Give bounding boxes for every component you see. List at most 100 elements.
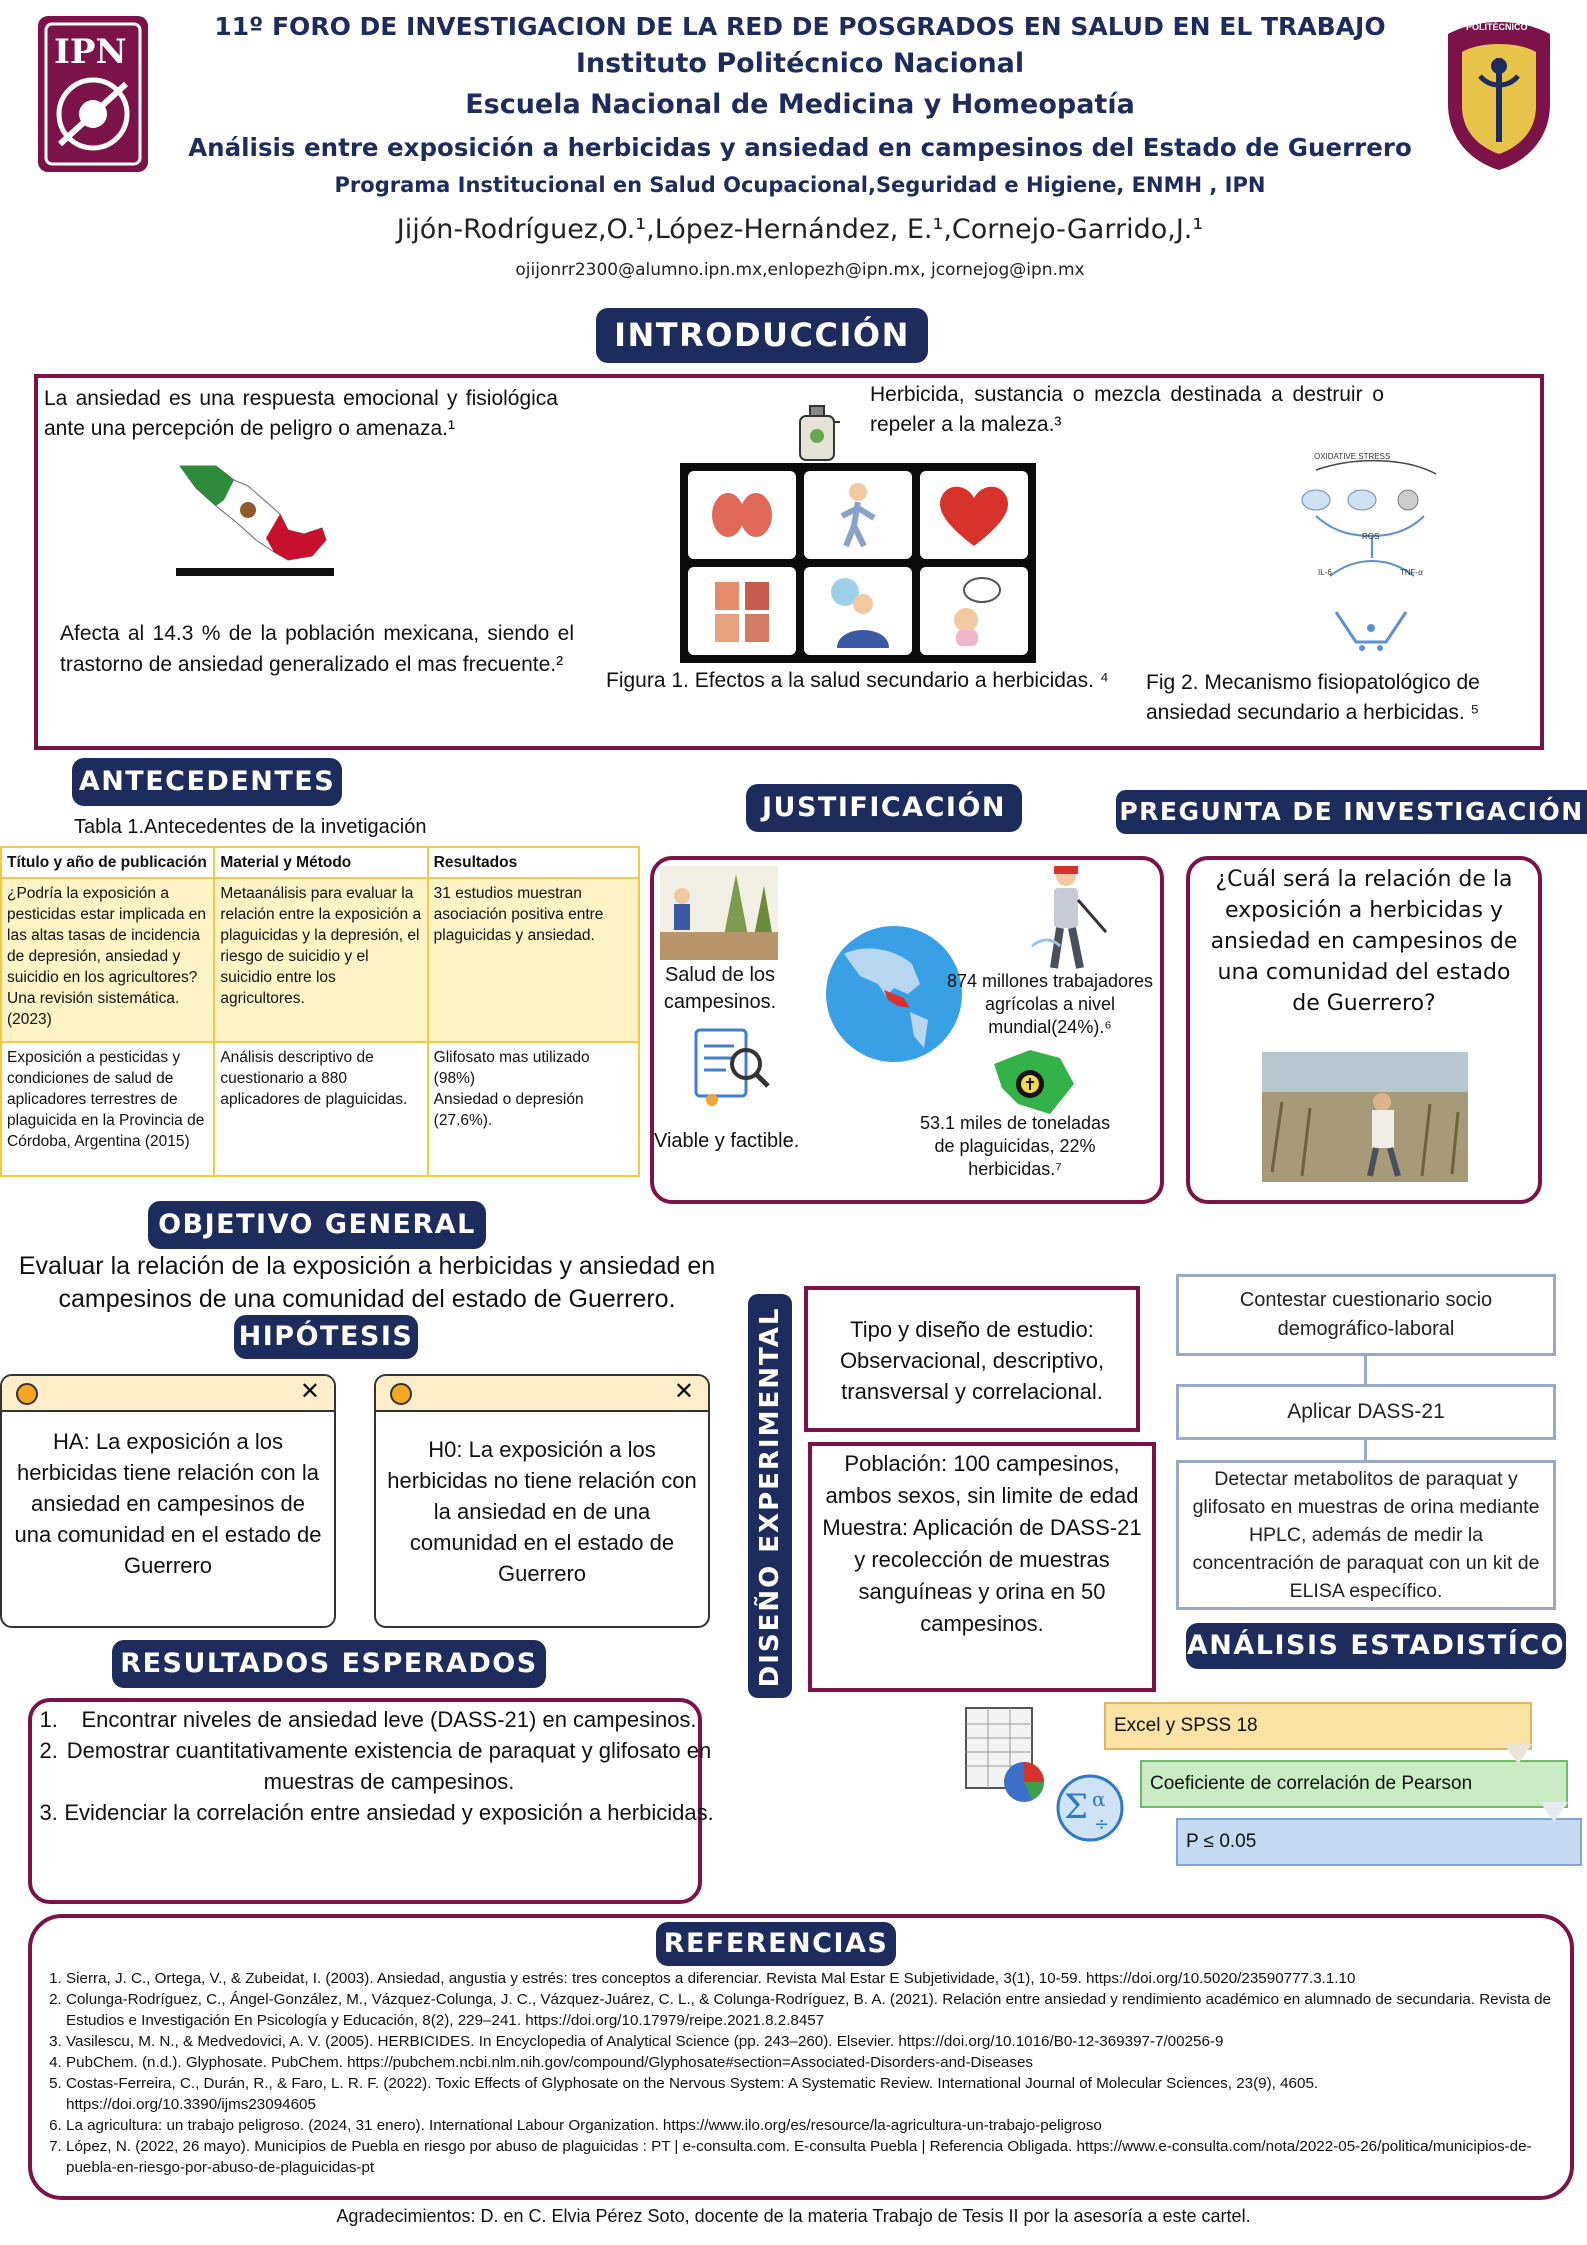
herbicide-sprayer-icon	[799, 405, 840, 461]
figure-1-caption: Figura 1. Efectos a la salud secundario …	[606, 669, 1109, 692]
reference-item: Costas-Ferreira, C., Durán, R., & Faro, …	[66, 2073, 1566, 2115]
h0-close-icon: ✕	[673, 1378, 694, 1405]
table-row: Exposición a pesticidas y condiciones de…	[0, 1041, 641, 1177]
justificacion-viable: Viable y factible.	[654, 1130, 800, 1152]
justificacion-toneladas: 53.1 miles de toneladas de plaguicidas, …	[919, 1113, 1111, 1179]
diseno-tipo-box	[804, 1286, 1140, 1432]
flow-step-dass21: Aplicar DASS-21	[1176, 1384, 1556, 1440]
intro-box	[34, 374, 1544, 750]
reference-item: López, N. (2022, 26 mayo). Municipios de…	[66, 2136, 1566, 2178]
flow-step-hplc: Detectar metabolitos de paraquat y glifo…	[1176, 1460, 1556, 1610]
diseno-tipo: Tipo y diseño de estudio: Observacional,…	[839, 1317, 1105, 1404]
svg-text:Σ: Σ	[1064, 1787, 1088, 1827]
antecedentes-title: ANTECEDENTES	[72, 758, 342, 806]
intro-prevalence: Afecta al 14.3 % de la población mexican…	[60, 622, 574, 676]
justificacion-box	[650, 856, 1164, 1204]
referencias-title: REFERENCIAS	[656, 1922, 896, 1966]
intro-title: INTRODUCCIÓN	[596, 308, 928, 363]
stats-step-software-label: Excel y SPSS 18	[1114, 1715, 1258, 1736]
hipotesis-ha-card: ✕ HA: La exposición a los herbicidas tie…	[0, 1374, 336, 1628]
fig2-il6-label: IL-6	[1318, 568, 1332, 577]
agradecimientos: Agradecimientos: D. en C. Elvia Pérez So…	[336, 2206, 1251, 2226]
table-cell: Metaanálisis para evaluar la relación en…	[213, 877, 429, 1043]
diseno-title: DISEÑO EXPERIMENTAL	[755, 1306, 785, 1688]
pesticide-map-image	[990, 1044, 1076, 1116]
reference-item: Sierra, J. C., Ortega, V., & Zubeidat, I…	[66, 1968, 1566, 1989]
enmh-logo: POLITÉCNICO	[1440, 14, 1558, 174]
justificacion-title: JUSTIFICACIÓN	[746, 784, 1022, 832]
ipn-logo-icon	[38, 16, 148, 172]
table-cell: 31 estudios muestran asociación positiva…	[426, 877, 641, 1043]
resultados-box	[28, 1698, 702, 1904]
hipotesis-h0-card: ✕ H0: La exposición a los herbicidas no …	[374, 1374, 710, 1628]
header-school: Escuela Nacional de Medicina y Homeopatí…	[465, 89, 1135, 120]
sigma-alpha-icon: Σ α ÷	[1056, 1774, 1124, 1842]
dizzy-person-icon	[804, 471, 912, 559]
ipn-logo-text: IPN	[54, 32, 127, 72]
diseno-poblacion: Población: 100 campesinos, ambos sexos, …	[822, 1451, 1142, 1636]
reference-item: La agricultura: un trabajo peligroso. (2…	[66, 2115, 1566, 2136]
stats-step-pearson-label: Coeficiente de correlación de Pearson	[1150, 1773, 1473, 1794]
globe-americas-icon	[826, 926, 962, 1062]
resultado-item: Evidenciar la correlación entre ansiedad…	[64, 1797, 714, 1828]
hipotesis-ha-text: HA: La exposición a los herbicidas tiene…	[14, 1429, 322, 1578]
organs-icon	[688, 567, 796, 655]
ha-close-icon: ✕	[299, 1378, 320, 1405]
poster-title: Análisis entre exposición a herbicidas y…	[188, 133, 1412, 162]
referencias-list: Sierra, J. C., Ortega, V., & Zubeidat, I…	[44, 1968, 1566, 2178]
analisis-title: ANÁLISIS ESTADISTÍCO	[1186, 1623, 1566, 1669]
referencias-box	[28, 1914, 1574, 2200]
header-authors: Jijón-Rodríguez,O.¹,López-Hernández, E.¹…	[396, 214, 1204, 245]
reference-item: Colunga-Rodríguez, C., Ángel-González, M…	[66, 1989, 1566, 2031]
spreadsheet-chart-image	[962, 1704, 1058, 1804]
diseno-poblacion-box	[808, 1442, 1156, 1692]
hipotesis-h0-text: H0: La exposición a los herbicidas no ti…	[387, 1437, 697, 1586]
ipn-logo: IPN	[36, 14, 150, 174]
table-header-cell: Título y año de publicación	[0, 846, 216, 879]
reference-item: Vasilescu, M. N., & Medvedovici, A. V. (…	[66, 2031, 1566, 2052]
enmh-shield-icon	[1448, 22, 1550, 170]
figure-2-mechanism: OXIDATIVE STRESS ROS IL-6 TNF-α	[1296, 452, 1446, 666]
table-header-cell: Resultados	[426, 846, 641, 879]
farmer-photo	[1262, 1052, 1468, 1182]
farmer-field-icon	[660, 866, 778, 960]
h0-circle-icon	[390, 1383, 412, 1405]
checklist-image	[690, 1024, 770, 1110]
objetivo-text: Evaluar la relación de la exposición a h…	[18, 1252, 716, 1313]
svg-text:α: α	[1092, 1787, 1106, 1811]
svg-text:÷: ÷	[1094, 1814, 1109, 1835]
kidney-icon	[688, 471, 796, 559]
objetivo-title: OBJETIVO GENERAL	[148, 1201, 486, 1249]
stats-arrow-2-icon	[1540, 1802, 1568, 1822]
figure-2-caption: Fig 2. Mecanismo fisiopatológico de ansi…	[1146, 671, 1480, 724]
table-header-cell: Material y Método	[213, 846, 429, 879]
resultados-list: Encontrar niveles de ansiedad leve (DASS…	[40, 1704, 714, 1828]
stats-step-pvalue-label: P ≤ 0.05	[1186, 1831, 1257, 1852]
flow-step-questionnaire: Contestar cuestionario socio demográfico…	[1176, 1274, 1556, 1356]
header-forum-title: 11º FORO DE INVESTIGACION DE LA RED DE P…	[214, 12, 1386, 41]
globe-image	[824, 924, 964, 1064]
header-program: Programa Institucional en Salud Ocupacio…	[334, 173, 1266, 197]
mexico-map	[176, 460, 334, 578]
justificacion-trabajadores: 874 millones trabajadores agrícolas a ni…	[946, 971, 1154, 1037]
table-cell: ¿Podría la exposición a pesticidas estar…	[0, 877, 216, 1043]
intro-anxiety-definition: La ansiedad es una respuesta emocional y…	[44, 387, 558, 440]
stats-step-software: Excel y SPSS 18	[1104, 1702, 1532, 1750]
header-emails: ojijonrr2300@alumno.ipn.mx,enlopezh@ipn.…	[515, 260, 1085, 280]
heart-icon	[920, 471, 1028, 559]
checklist-magnifier-icon	[694, 1028, 770, 1106]
table-cell: Glifosato mas utilizado (98%) Ansiedad o…	[426, 1041, 641, 1177]
pregunta-title: PREGUNTA DE INVESTIGACIÓN	[1116, 790, 1587, 834]
sprayer-worker-icon	[1031, 866, 1108, 969]
table-cell: Exposición a pesticidas y condiciones de…	[0, 1041, 216, 1177]
intro-herbicide-definition: Herbicida, sustancia o mezcla destinada …	[870, 383, 1384, 436]
justificacion-salud: Salud de los campesinos.	[663, 964, 777, 1013]
ha-card-titlebar: ✕	[2, 1376, 334, 1412]
fig2-ros-label: ROS	[1362, 532, 1380, 541]
ha-circle-icon	[16, 1383, 38, 1405]
statistics-sigma-icon: Σ α ÷	[1056, 1774, 1124, 1842]
farmer-photo-icon	[1262, 1052, 1468, 1182]
flow-connector-2	[1364, 1440, 1367, 1460]
diseno-title-bar	[748, 1294, 792, 1698]
enmh-logo-text: POLITÉCNICO	[1466, 22, 1528, 32]
